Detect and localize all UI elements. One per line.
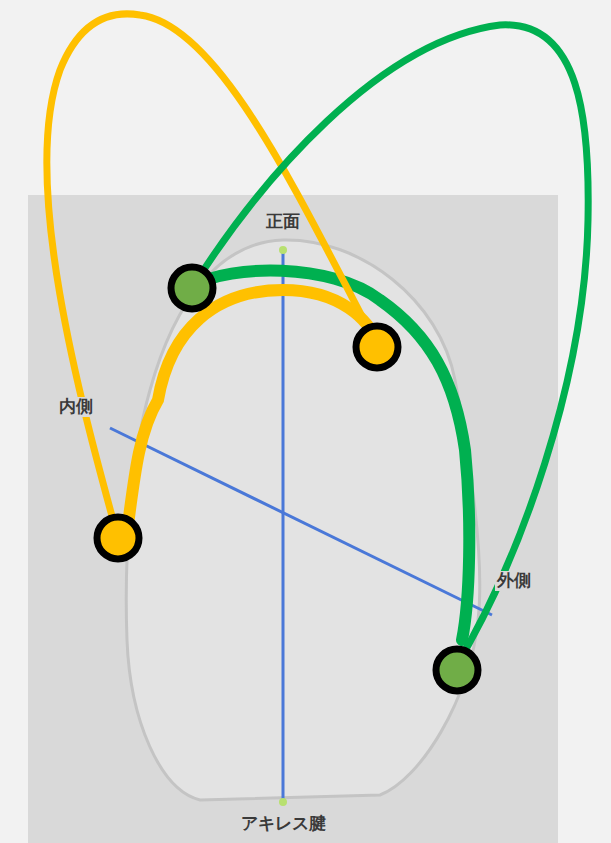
yellow-point bbox=[97, 517, 139, 559]
axis-line bbox=[110, 428, 492, 615]
axis-dot bbox=[279, 798, 287, 806]
axis-dot bbox=[279, 246, 287, 254]
photo-ground bbox=[28, 195, 558, 843]
direction-label: 内側 bbox=[57, 397, 95, 417]
axis-line bbox=[282, 250, 285, 802]
direction-label: 外側 bbox=[495, 571, 533, 591]
yellow-arc bbox=[128, 290, 378, 525]
green-point bbox=[436, 649, 478, 691]
green-point bbox=[171, 267, 213, 309]
foot-outline bbox=[126, 240, 480, 800]
yellow-point bbox=[356, 326, 398, 368]
direction-label: 正面 bbox=[264, 212, 302, 232]
green-arc bbox=[195, 271, 469, 640]
green-loop bbox=[192, 25, 588, 668]
direction-label: アキレス腱 bbox=[239, 814, 328, 834]
yellow-loop bbox=[47, 14, 377, 538]
